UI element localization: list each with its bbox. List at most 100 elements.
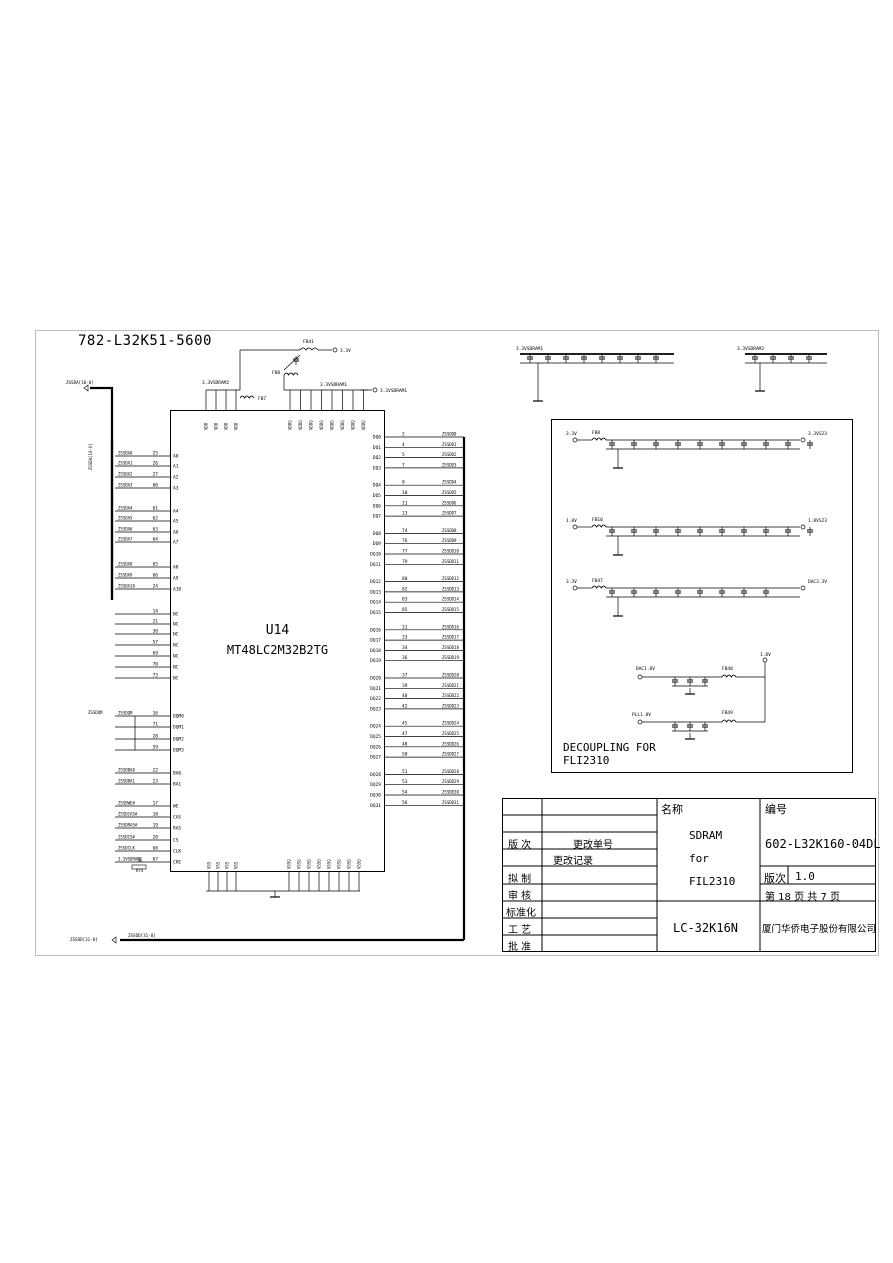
tb-draft: 拟 制 — [508, 874, 532, 885]
right-pin-net: ZSSDD30 — [442, 790, 459, 795]
bottom-pin-name: VSS — [207, 861, 212, 869]
top-pin-name: VDDQ — [340, 420, 345, 430]
right-pin-number: 2 — [402, 432, 405, 438]
right-pin-number: 13 — [402, 511, 408, 517]
right-pin-name: DQ3 — [373, 465, 381, 471]
right-pin-number: 34 — [402, 645, 408, 651]
left-pin-net: ZSSDA4 — [118, 506, 133, 511]
right-pin-net: ZSSDD31 — [442, 800, 459, 805]
right-pin-name: DQ26 — [370, 744, 381, 750]
fb41-label: FB41 — [303, 339, 314, 345]
left-pin-number: 14 — [153, 609, 159, 615]
left-pin-number: 66 — [153, 573, 159, 579]
dec-out-label-1: 3.3VS23 — [808, 431, 827, 437]
tb-rev-value: 1.0 — [795, 870, 815, 883]
left-pin-net: ZSSDA7 — [118, 537, 133, 542]
right-pin-name: DQ13 — [370, 589, 381, 595]
left-pin-name: A5 — [173, 519, 179, 525]
left-pin-number: 16 — [153, 711, 159, 717]
drawing-number: 782-L32K51-5600 — [78, 333, 212, 349]
chip-part: MT48LC2M32B2TG — [226, 643, 329, 657]
tb-change-record: 更改记录 — [553, 856, 593, 867]
tb-model: LC-32K16N — [673, 921, 739, 935]
dec-bead-2 — [591, 524, 607, 528]
right-pin-number: 51 — [402, 769, 408, 775]
right-pin-name: DQ19 — [370, 658, 381, 664]
left-pin-net: ZSSDA9 — [118, 573, 133, 578]
right-pin-net: ZSSDD13 — [442, 586, 459, 591]
left-pin-name: A7 — [173, 540, 179, 546]
tb-process: 工 艺 — [508, 925, 532, 936]
address-bus — [90, 386, 114, 600]
right-pin-name: DQ31 — [370, 803, 381, 809]
right-pin-net: ZSSDD7 — [442, 511, 457, 516]
right-pin-name: DQ29 — [370, 782, 381, 788]
terminal-sdram1 — [372, 387, 378, 393]
right-pin-number: 5 — [402, 452, 405, 458]
right-pin-net: ZSSDD27 — [442, 752, 459, 757]
right-pin-number: 40 — [402, 693, 408, 699]
left-pin-net: ZSSDA3 — [118, 483, 133, 488]
left-pin-name: A6 — [173, 530, 179, 536]
left-pin-number: 67 — [153, 857, 159, 863]
right-pin-number: 36 — [402, 655, 408, 661]
bottom-pin-name: VSS — [216, 861, 221, 869]
right-pin-number: 4 — [402, 442, 405, 448]
right-pin-name: DQ8 — [373, 531, 381, 537]
dec-in-label-2: 1.8V — [566, 518, 577, 524]
right-pin-net: ZSSDD0 — [442, 432, 457, 437]
right-pin-net: ZSSDD28 — [442, 769, 459, 774]
right-pin-name: DQ21 — [370, 686, 381, 692]
right-pin-name: DQ9 — [373, 541, 381, 547]
tb-rev-label: 版次 — [764, 872, 786, 885]
right-pin-name: DQ1 — [373, 445, 381, 451]
dec-bead-3 — [591, 585, 607, 589]
right-pin-number: 45 — [402, 721, 408, 727]
fb48-bead — [721, 674, 737, 678]
left-pin-name: CKE — [173, 860, 181, 866]
dec-in-label-3: 3.3V — [566, 579, 577, 585]
right-pin-number: 56 — [402, 800, 408, 806]
left-pin-number: 19 — [153, 823, 159, 829]
dec-bead-1 — [591, 437, 607, 441]
bottom-pin-name: VSSQ — [317, 859, 322, 869]
right-pin-name: DQ5 — [373, 493, 381, 499]
top-pin-name: VDD — [214, 422, 219, 430]
top-pin-name: VDDQ — [319, 420, 324, 430]
sdram-chip-u14[interactable]: U14 MT48LC2M32B2TG — [170, 410, 385, 872]
dec-fb-label-3: FB47 — [592, 578, 603, 584]
bottom-pin-name: VSSQ — [337, 859, 342, 869]
right-pin-net: ZSSDD19 — [442, 655, 459, 660]
left-pin-number: 25 — [153, 451, 159, 457]
left-pin-number: 23 — [153, 779, 159, 785]
left-pin-number: 30 — [153, 629, 159, 635]
left-pin-name: CLK — [173, 849, 181, 855]
net-3v3-sdram2: 3.3VSDRAM2 — [202, 380, 229, 386]
right-pin-number: 50 — [402, 752, 408, 758]
right-pin-name: DQ2 — [373, 455, 381, 461]
bottom-pin-name: VSSQ — [327, 859, 332, 869]
right-pin-number: 42 — [402, 703, 408, 709]
left-pin-net: ZSSDCS# — [118, 835, 135, 840]
right-pin-name: DQ10 — [370, 552, 381, 558]
right-pin-name: DQ12 — [370, 579, 381, 585]
right-pin-net: ZSSDD9 — [442, 538, 457, 543]
left-pin-net: ZSSDWE# — [118, 801, 135, 806]
left-pin-name: A1 — [173, 464, 179, 470]
right-pin-number: 79 — [402, 559, 408, 565]
right-pin-number: 47 — [402, 731, 408, 737]
right-pin-number: 76 — [402, 538, 408, 544]
left-pin-name: NC — [173, 654, 179, 660]
left-pin-name: A4 — [173, 509, 179, 515]
schematic-sheet — [35, 330, 879, 956]
left-pin-name: DQM1 — [173, 725, 184, 731]
net-3v3-sdram1-out: 3.3VSDRAM1 — [380, 388, 407, 394]
top-pin-name: VDD — [224, 422, 229, 430]
right-pin-net: ZSSDD1 — [442, 442, 457, 447]
left-pin-net: ZSSDBA0 — [118, 768, 135, 773]
fb49-label: FB49 — [722, 710, 733, 716]
bottom-pin-name: VSS — [225, 861, 230, 869]
terminal-3v3 — [332, 347, 338, 353]
right-pin-net: ZSSDD25 — [442, 731, 459, 736]
